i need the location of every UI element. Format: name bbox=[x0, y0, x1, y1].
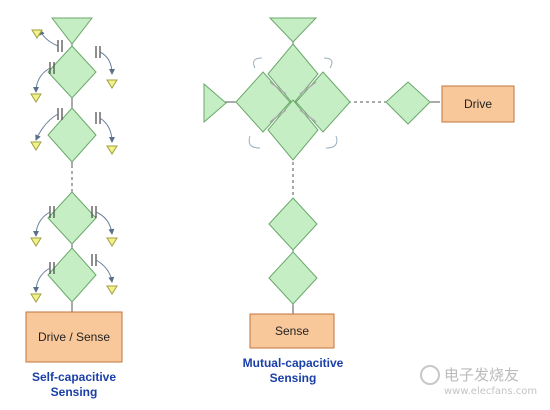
sense-diamond-4 bbox=[268, 251, 318, 305]
left-diamond-4 bbox=[47, 247, 97, 303]
drive-label: Drive bbox=[463, 97, 492, 111]
ground-icon bbox=[30, 29, 118, 303]
mutual-capacitive-caption: Mutual-capacitive Sensing bbox=[226, 356, 360, 386]
right-top-triangle bbox=[268, 17, 318, 43]
left-diamond-1 bbox=[47, 45, 97, 99]
self-capacitive-caption: Self-capacitive Sensing bbox=[12, 370, 136, 400]
fringe-field-arcs bbox=[248, 57, 338, 149]
self-capacitive-column bbox=[25, 17, 123, 363]
drive-box bbox=[441, 85, 515, 123]
sense-box bbox=[249, 313, 335, 349]
mutual-caption-line2: Sensing bbox=[269, 371, 317, 385]
self-caption-line2: Sensing bbox=[50, 385, 98, 399]
left-diamond-3 bbox=[47, 191, 97, 245]
watermark-logo-icon bbox=[420, 364, 440, 385]
sense-label: Sense bbox=[274, 324, 310, 338]
watermark-title: 电子发烧友 bbox=[444, 366, 520, 384]
sense-diamond-3 bbox=[268, 197, 318, 251]
watermark-url: www.elecfans.com bbox=[444, 386, 538, 397]
left-diamond-2 bbox=[47, 107, 97, 163]
capacitor-icon bbox=[49, 40, 101, 274]
watermark: 电子发烧友 bbox=[420, 364, 519, 385]
mutual-caption-line1: Mutual-capacitive bbox=[242, 356, 344, 370]
gap-markers bbox=[269, 81, 317, 123]
mutual-capacitive-section bbox=[203, 17, 515, 349]
right-left-triangle bbox=[203, 82, 227, 124]
drive-sense-label: Drive / Sense bbox=[37, 330, 111, 344]
left-top-triangle bbox=[50, 17, 94, 45]
drive-sense-box bbox=[25, 311, 123, 363]
self-caption-line1: Self-capacitive bbox=[31, 370, 117, 384]
drive-diamond-far bbox=[385, 81, 431, 125]
